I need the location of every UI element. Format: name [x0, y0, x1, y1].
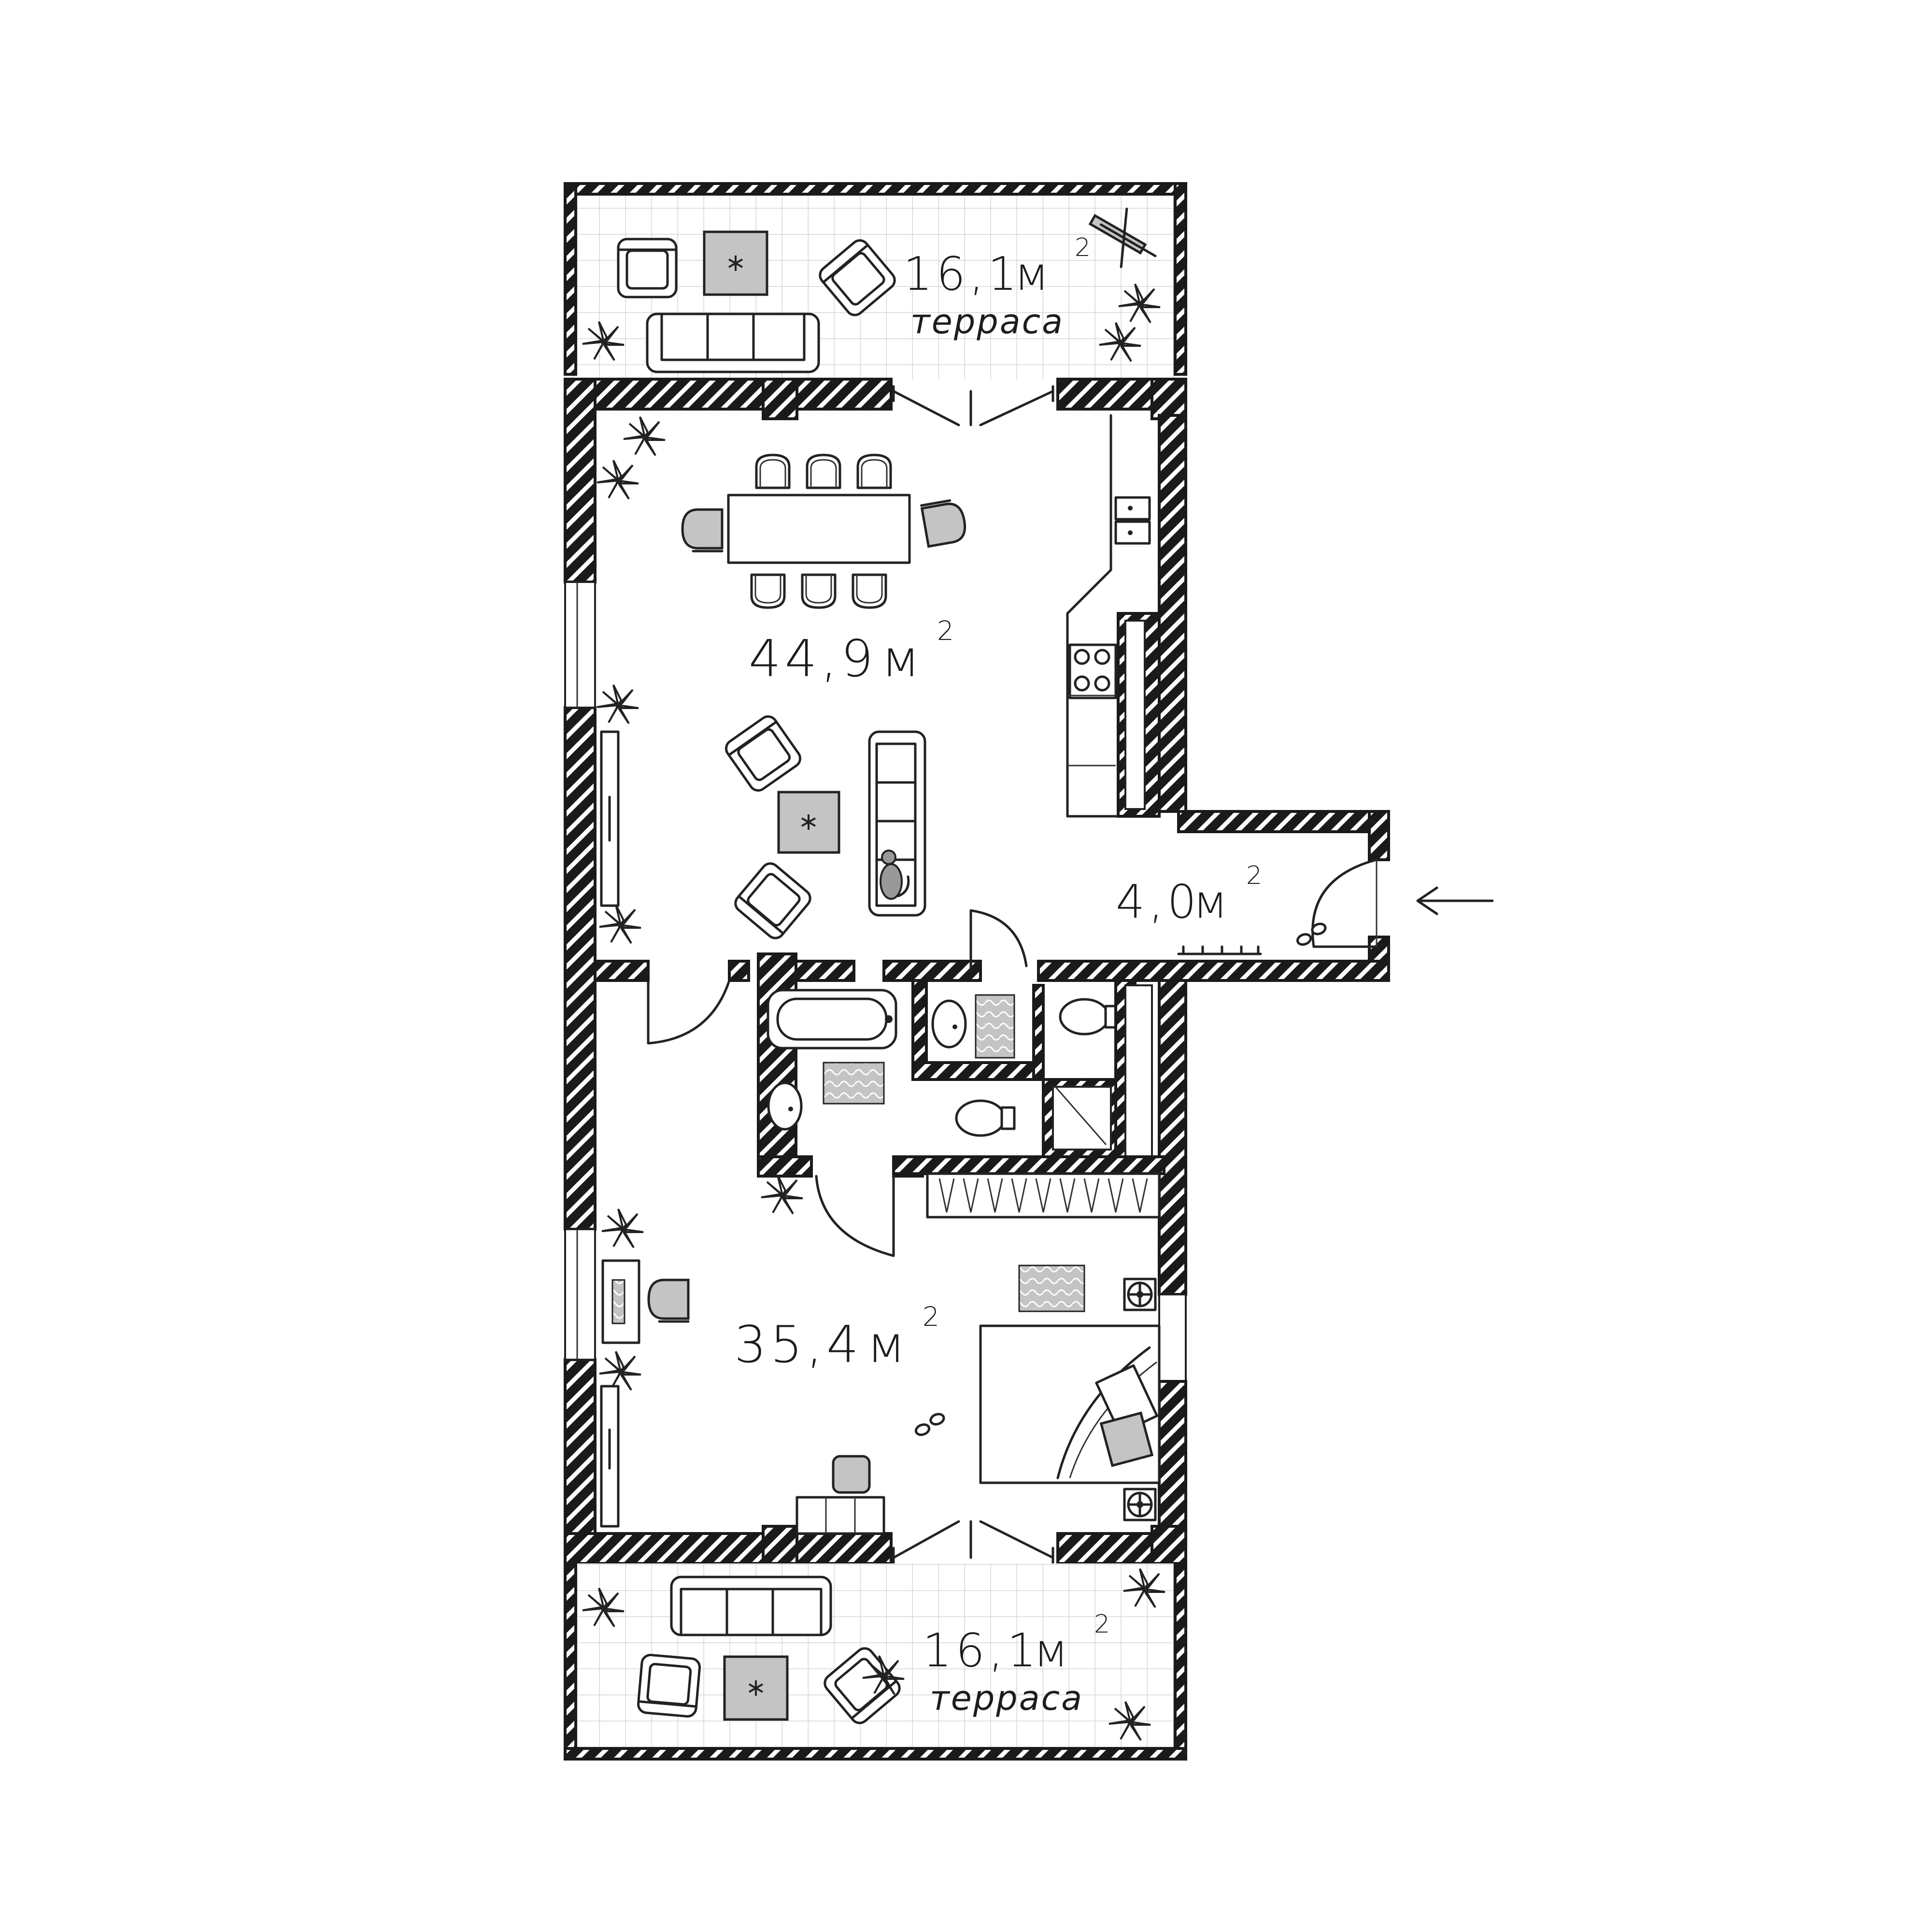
wardrobe-icon [892, 1155, 1165, 1219]
dining-chair [752, 575, 784, 608]
hall-unit: м [1193, 876, 1232, 929]
armchair-icon [618, 239, 676, 297]
bed-rug [1018, 1264, 1085, 1312]
bed-icon [979, 1324, 1161, 1484]
toilet-icon [956, 1101, 1014, 1136]
cat-icon [880, 850, 910, 900]
terrace-top-power: 2 [1075, 233, 1091, 262]
terrace-top-unit: м [1014, 248, 1053, 301]
bedroom-unit: м [867, 1315, 909, 1374]
dining-chair [853, 575, 886, 608]
bath-rug [975, 994, 1015, 1059]
sink-icon [768, 1083, 801, 1129]
dining-chair [802, 575, 835, 608]
slippers-icon [1294, 922, 1328, 946]
lamp-icon [1124, 1489, 1155, 1520]
rug-icon [777, 791, 840, 854]
dining-chair [682, 510, 722, 551]
balcony-door-top[interactable] [892, 385, 1054, 426]
slippers-icon [913, 1412, 947, 1436]
armchair-icon [723, 713, 803, 794]
terrace-bottom-area: 16,1 [923, 1624, 1040, 1677]
bathroom-2 [911, 979, 1045, 1136]
hall-power: 2 [1246, 861, 1262, 890]
plant-icon [623, 416, 666, 456]
dining-chair [922, 498, 968, 546]
shoe-rack [1177, 945, 1262, 955]
armchair-icon [732, 860, 813, 941]
dining-chair [807, 455, 840, 488]
bedroom-power: 2 [923, 1301, 939, 1332]
hall-area: 4,0 [1116, 876, 1200, 929]
shower-icon [1042, 1078, 1117, 1158]
terrace-bottom: 16,1 м 2 терраса [564, 1562, 1187, 1761]
bathtub-icon [767, 989, 897, 1050]
lamp-icon [1088, 207, 1157, 269]
balcony-door-bottom[interactable] [892, 1520, 1054, 1566]
dining-table [727, 494, 911, 564]
hall: 4,0 м 2 [1037, 810, 1494, 982]
bathroom-1 [757, 989, 924, 1257]
plant-icon [596, 684, 639, 724]
sink-icon [933, 1001, 966, 1047]
rug-icon [723, 1655, 789, 1721]
tv-unit-icon [600, 1385, 620, 1528]
terrace-bottom-power: 2 [1094, 1610, 1110, 1639]
terrace-top: 16,1 м 2 терраса [564, 182, 1187, 379]
entrance-arrow-icon[interactable] [1416, 886, 1494, 915]
kitchen [1066, 414, 1161, 818]
dresser [796, 1455, 885, 1535]
plant-icon [598, 1350, 642, 1391]
terrace-bottom-name: терраса [930, 1678, 1083, 1718]
sofa-icon [646, 313, 820, 373]
desk-icon [601, 1259, 640, 1344]
living-unit: м [881, 629, 923, 688]
plant-icon [598, 904, 642, 944]
bedroom-area: 35,4 [734, 1315, 863, 1374]
plant-icon [601, 1208, 644, 1249]
lamp-icon [1124, 1279, 1155, 1310]
living-area: 44,9 [749, 629, 877, 688]
sink-icon [1114, 496, 1151, 545]
dining-chair [756, 455, 789, 488]
rug-icon [703, 230, 768, 296]
plant-icon [596, 459, 639, 500]
living-room: 44,9 м 2 [596, 414, 1161, 944]
armchair-icon [638, 1654, 700, 1717]
living-power: 2 [937, 615, 954, 646]
toilet-icon [1060, 999, 1118, 1034]
wc [1042, 979, 1153, 1173]
stove-icon [1068, 643, 1117, 699]
terrace-top-area: 16,1 [903, 248, 1021, 301]
dining-chair [858, 455, 891, 488]
fridge-wall [1117, 612, 1161, 818]
terrace-top-name: терраса [910, 302, 1064, 341]
bath-rug [823, 1062, 885, 1105]
tv-unit-icon [600, 730, 620, 907]
plant-icon [760, 1174, 804, 1215]
bedroom: 35,4 м 2 [598, 1174, 1161, 1535]
sofa-icon [670, 1576, 832, 1636]
terrace-bottom-unit: м [1034, 1624, 1072, 1677]
desk-chair [649, 1280, 688, 1321]
